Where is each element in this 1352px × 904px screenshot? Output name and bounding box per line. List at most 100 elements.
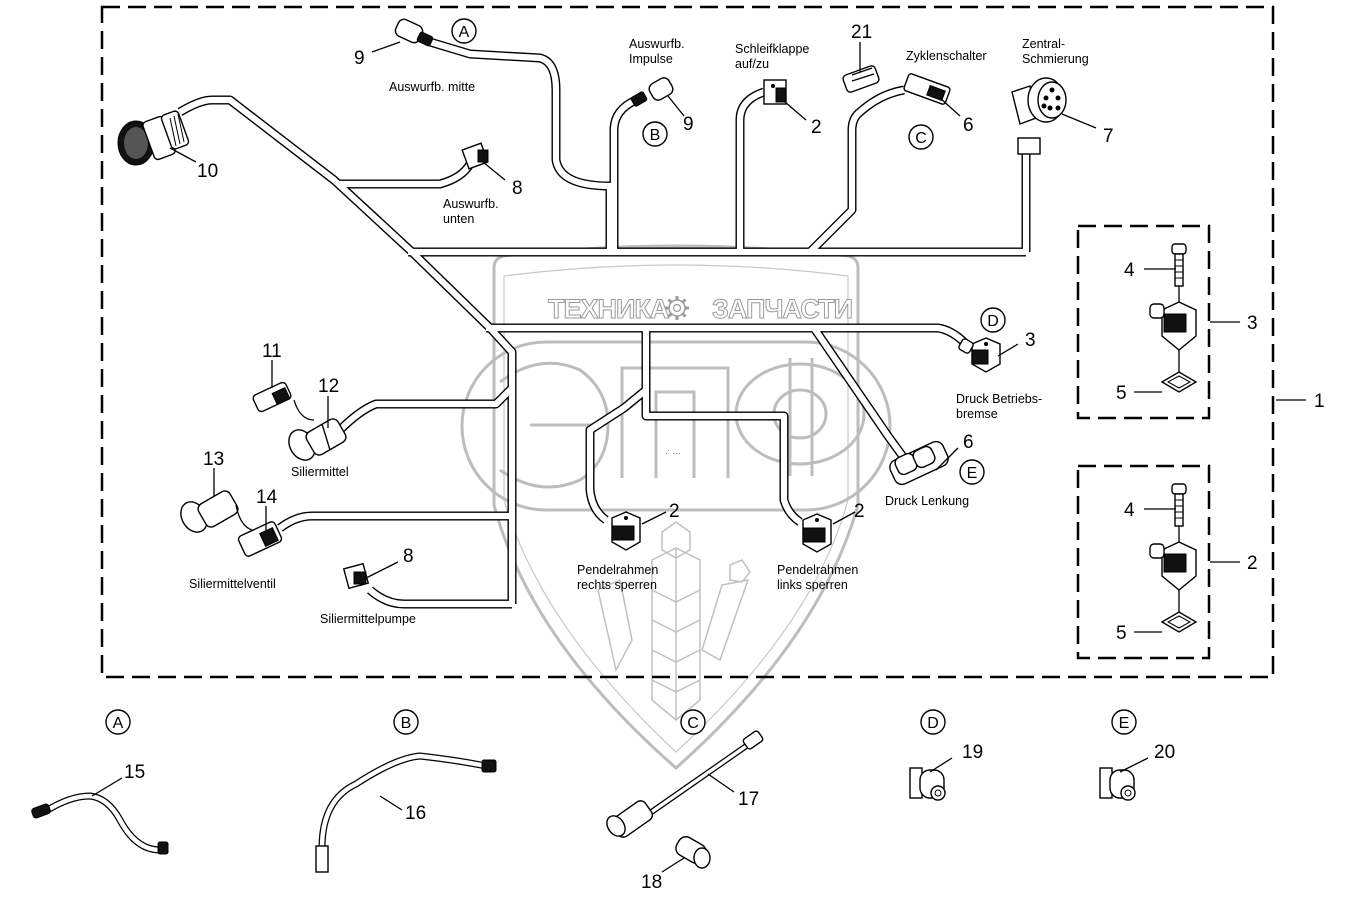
solenoid-kit-3	[1149, 243, 1198, 393]
harness-cables	[177, 37, 1031, 609]
watermark-letter-p	[620, 366, 730, 478]
callout-2-c: 2	[854, 501, 865, 522]
svg-text:D: D	[987, 313, 999, 330]
watermark-text-right: ЗАПЧАСТИ	[712, 294, 852, 324]
svg-text:C: C	[687, 715, 699, 732]
label-siliermittelpumpe: Siliermittelpumpe	[320, 612, 416, 626]
connector-pendelrahmen-links	[802, 513, 832, 553]
detail-ref-d-main[interactable]: D	[980, 307, 1006, 333]
label-auswurfb-impulse-1: Auswurfb.	[629, 37, 685, 51]
gear-icon	[665, 296, 689, 320]
cable-segment	[735, 87, 766, 252]
label-siliermittelventil: Siliermittelventil	[189, 577, 276, 591]
label-druck-betrieb-1: Druck Betriebs-	[956, 392, 1042, 406]
detail-ref-a[interactable]: A	[105, 709, 131, 735]
svg-text:B: B	[650, 127, 661, 144]
callout-12: 12	[318, 376, 339, 397]
cable-segment-core	[278, 512, 512, 531]
cable-segment-core	[586, 328, 650, 523]
svg-text:A: A	[113, 715, 124, 732]
label-auswurfb-impulse-2: Impulse	[629, 52, 673, 66]
callout-7: 7	[1103, 126, 1114, 147]
callout-9-b: 9	[683, 114, 694, 135]
watermark: ТЕХНИКА ЗАПЧАСТИ	[460, 244, 892, 771]
cable-segment-core	[337, 385, 515, 433]
kit2-callout: 2	[1247, 553, 1258, 574]
callout-2-b: 2	[669, 501, 680, 522]
connector-zentral-schmierung	[1011, 77, 1067, 155]
detail-b-cable-16	[315, 752, 497, 873]
leader-lines	[91, 41, 1306, 873]
callout-1: 1	[1314, 391, 1325, 412]
main-assembly-border	[100, 5, 1275, 679]
connector-12	[288, 418, 347, 461]
callout-15: 15	[124, 762, 145, 783]
svg-text:D: D	[927, 715, 939, 732]
cable-segment-core	[736, 89, 766, 252]
detail-d-sensor-19	[909, 767, 946, 801]
kit2-callout-seal: 5	[1116, 623, 1127, 644]
cable-segment-core	[642, 390, 802, 525]
detail-ref-b-main[interactable]: B	[642, 121, 668, 147]
label-zentral-1: Zentral-	[1022, 37, 1065, 51]
watermark-wheat	[597, 521, 751, 721]
callout-18: 18	[641, 872, 662, 893]
connector-auswurfb-mitte	[394, 18, 434, 47]
label-schleifklappe-2: auf/zu	[735, 57, 769, 71]
connector-druck-lenkung	[889, 440, 949, 486]
connector-14	[237, 521, 283, 557]
cable-segment-core	[807, 86, 905, 255]
cable-segment-core	[340, 162, 473, 188]
callout-8-a: 8	[512, 178, 523, 199]
watermark-shield-inner	[503, 264, 849, 753]
callout-8-b: 8	[403, 546, 414, 567]
connector-pendelrahmen-rechts	[611, 511, 641, 551]
callout-10: 10	[197, 161, 218, 182]
detail-ref-c[interactable]: C	[680, 709, 706, 735]
detail-ref-b[interactable]: B	[393, 709, 419, 735]
callout-16: 16	[405, 803, 426, 824]
callout-17: 17	[738, 789, 759, 810]
label-zyklenschalter: Zyklenschalter	[906, 49, 987, 63]
label-auswurfb-unten-1: Auswurfb.	[443, 197, 499, 211]
callout-9-a: 9	[354, 48, 365, 69]
connector-siliermittelpumpe	[342, 562, 370, 590]
connector-labels: Auswurfb. mitte Auswurfb. Impulse Schlei…	[189, 37, 1089, 626]
callout-21: 21	[851, 22, 872, 43]
connector-13	[180, 490, 253, 533]
label-pendel-rechts-1: Pendelrahmen	[577, 563, 658, 577]
detail-ref-c-main[interactable]: C	[908, 124, 934, 150]
label-pendel-links-1: Pendelrahmen	[777, 563, 858, 577]
watermark-text-left: ТЕХНИКА	[548, 294, 669, 324]
callout-19: 19	[962, 742, 983, 763]
solenoid-kit-border-3	[1076, 224, 1211, 420]
connector-21	[842, 65, 880, 93]
label-pendel-rechts-2: rechts sperren	[577, 578, 657, 592]
label-siliermittel: Siliermittel	[291, 465, 349, 479]
label-zentral-2: Schmierung	[1022, 52, 1089, 66]
detail-ref-e[interactable]: E	[1111, 709, 1137, 735]
label-pendel-links-2: links sperren	[777, 578, 848, 592]
cable-segment-core	[367, 587, 512, 608]
kit3-callout-bolt: 4	[1124, 260, 1135, 281]
cable-segment-core	[429, 39, 614, 252]
svg-text:C: C	[915, 130, 927, 147]
kit3-callout: 3	[1247, 313, 1258, 334]
callout-11: 11	[262, 341, 282, 362]
connector-druck-betriebsbremse	[958, 337, 1001, 373]
detail-c-cable-17	[606, 730, 764, 838]
kit3-callout-seal: 5	[1116, 383, 1127, 404]
detail-ref-a-main[interactable]: A	[451, 18, 477, 44]
detail-ref-e-main[interactable]: E	[959, 459, 985, 485]
callout-13: 13	[203, 449, 224, 470]
connector-11	[252, 381, 315, 421]
callout-20: 20	[1154, 742, 1175, 763]
cable-segment-core	[610, 97, 638, 252]
detail-ref-d[interactable]: D	[920, 709, 946, 735]
label-auswurfb-mitte: Auswurfb. mitte	[389, 80, 475, 94]
label-druck-betrieb-2: bremse	[956, 407, 998, 421]
callout-6-a: 6	[963, 115, 974, 136]
label-auswurfb-unten-2: unten	[443, 212, 474, 226]
connector-schleifklappe	[763, 79, 787, 105]
